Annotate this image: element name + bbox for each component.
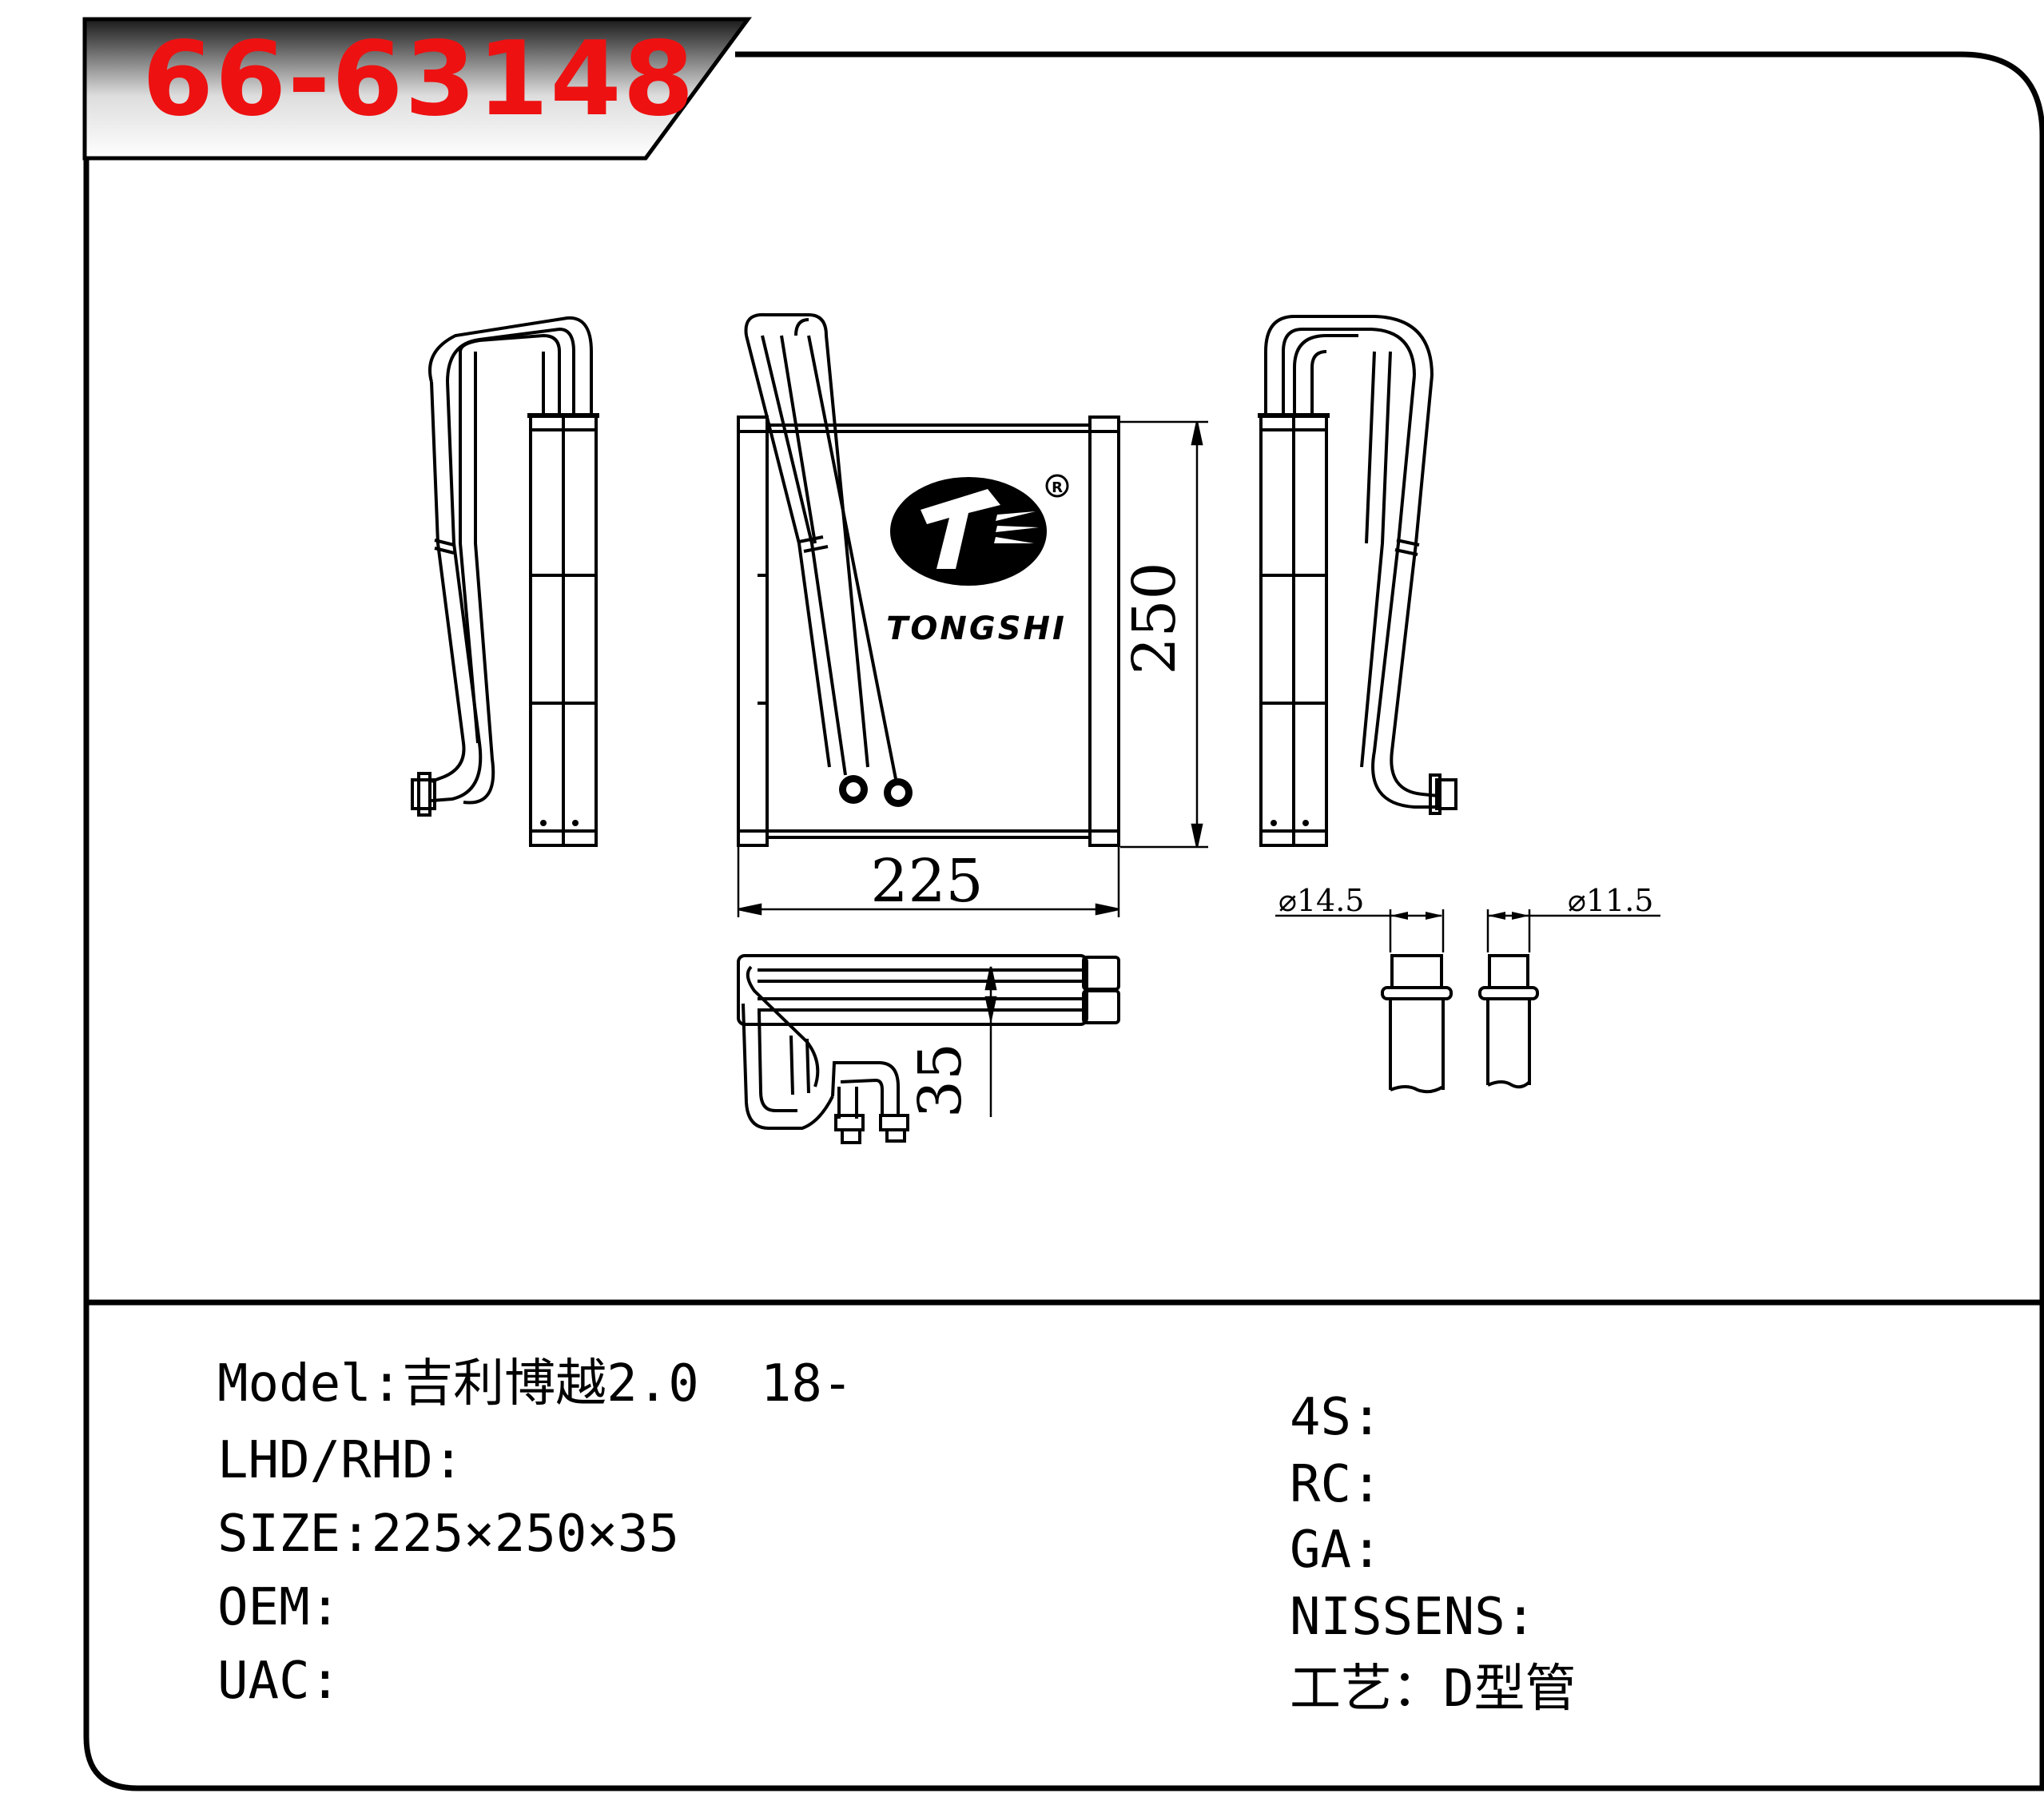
spec-oem-row: OEM:: [217, 1582, 340, 1633]
right-side-view: [1258, 315, 1457, 847]
spec-model-sep: :: [371, 1354, 403, 1413]
spec-size-sep: :: [340, 1505, 372, 1564]
spec-rc-row: RC:: [1290, 1459, 1382, 1510]
spec-nissens-sep: :: [1505, 1588, 1537, 1647]
part-number-title: 66-63148: [142, 20, 696, 139]
dimension-lines: [737, 420, 1208, 917]
dim-width-label: 225: [870, 847, 983, 916]
spec-uac-sep: :: [309, 1652, 341, 1711]
spec-model-row: Model:吉利博越2.0 18-: [217, 1358, 853, 1409]
spec-ga-key: GA: [1290, 1521, 1352, 1580]
pipe-detail-right: [1478, 909, 1660, 1089]
tongshi-logo: R TONGSHI: [886, 474, 1069, 647]
spec-lhd-rhd-key: LHD/RHD: [217, 1431, 433, 1490]
spec-lhd-rhd-row: LHD/RHD:: [217, 1435, 463, 1486]
spec-ga-sep: :: [1351, 1521, 1382, 1580]
spec-oem-sep: :: [309, 1578, 341, 1637]
left-side-view: [411, 316, 599, 847]
spec-rc-sep: :: [1351, 1455, 1382, 1514]
top-view: [737, 954, 1120, 1144]
spec-size-value: 225×250×35: [371, 1505, 679, 1564]
pipe-diameter-right-label: ⌀11.5: [1568, 883, 1654, 918]
front-view: [737, 312, 1120, 847]
spec-4s-key: 4S: [1290, 1388, 1352, 1447]
spec-rc-key: RC: [1290, 1455, 1352, 1514]
spec-nissens-key: NISSENS: [1290, 1588, 1505, 1647]
spec-model-value: 吉利博越2.0 18-: [402, 1354, 853, 1413]
dim-depth-label: 35: [906, 1043, 975, 1118]
outer-frame: [83, 51, 2044, 1791]
spec-oem-key: OEM: [217, 1578, 310, 1637]
spec-4s-row: 4S:: [1290, 1392, 1382, 1443]
spec-process-row: 工艺：D型管: [1290, 1664, 1577, 1715]
spec-uac-row: UAC:: [217, 1656, 340, 1707]
dim-height-label: 250: [1120, 562, 1189, 674]
spec-model-key: Model: [217, 1354, 372, 1413]
pipe-detail-left: [1275, 909, 1453, 1094]
spec-process-key: 工艺: [1290, 1660, 1392, 1719]
spec-uac-key: UAC: [217, 1652, 310, 1711]
registered-mark: R: [1052, 479, 1063, 496]
spec-lhd-rhd-sep: :: [432, 1431, 464, 1490]
spec-process-sep: ：: [1392, 1660, 1443, 1719]
pipe-diameter-left-label: ⌀14.5: [1278, 883, 1365, 918]
spec-size-row: SIZE:225×250×35: [217, 1509, 679, 1560]
spec-nissens-row: NISSENS:: [1290, 1592, 1536, 1643]
spec-4s-sep: :: [1351, 1388, 1382, 1447]
spec-ga-row: GA:: [1290, 1525, 1382, 1576]
spec-size-key: SIZE: [217, 1505, 341, 1564]
brand-logo-text: TONGSHI: [886, 610, 1067, 647]
part-number-tab: [82, 17, 752, 161]
depth-dimension: [984, 966, 997, 1117]
spec-process-value: D型管: [1443, 1660, 1577, 1719]
